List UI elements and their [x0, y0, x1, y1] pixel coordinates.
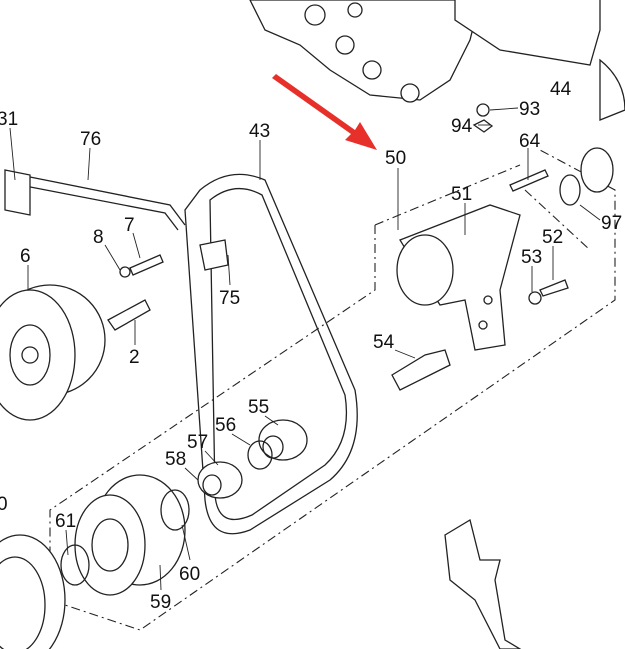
- alternator-51: [396, 204, 521, 351]
- pulley-lower: [0, 534, 66, 649]
- label-52: 52: [542, 227, 563, 248]
- label-44: 44: [550, 79, 572, 100]
- bearing-55: [258, 419, 308, 461]
- pulley-6: [0, 284, 106, 421]
- label-8: 8: [93, 227, 104, 248]
- label-93: 93: [519, 99, 540, 120]
- engine-block: [249, 0, 625, 121]
- fitting-2: [107, 299, 151, 331]
- label-31: 31: [0, 109, 18, 130]
- label-7: 7: [124, 215, 135, 236]
- label-75: 75: [219, 288, 240, 309]
- leader-lines: [9, 107, 601, 591]
- label-60: 60: [179, 564, 200, 585]
- snap-ring-61: [60, 544, 90, 586]
- snap-ring-60: [160, 489, 190, 531]
- wrench: [444, 518, 522, 649]
- label-76: 76: [80, 129, 101, 150]
- label-94: 94: [451, 116, 473, 137]
- label-55: 55: [248, 397, 269, 418]
- label-6: 6: [20, 246, 31, 267]
- assembly-boundary: [49, 149, 616, 631]
- label-57: 57: [187, 432, 208, 453]
- label-50: 50: [385, 148, 406, 169]
- label-51: 51: [451, 184, 472, 205]
- label-59: 59: [150, 592, 171, 613]
- fitting-75: [199, 239, 229, 271]
- label-0: 0: [0, 494, 8, 515]
- shaft-54: [391, 349, 451, 391]
- label-54: 54: [373, 332, 395, 353]
- label-97: 97: [601, 213, 622, 234]
- hose: [19, 174, 186, 226]
- label-53: 53: [521, 247, 542, 268]
- red-arrow-icon: [272, 74, 377, 150]
- drive-belt: [184, 173, 358, 535]
- label-61: 61: [55, 511, 76, 532]
- label-58: 58: [165, 449, 186, 470]
- label-56: 56: [215, 415, 236, 436]
- label-43: 43: [249, 121, 270, 142]
- label-64: 64: [519, 131, 541, 152]
- label-2: 2: [129, 347, 140, 368]
- part-labels: 31 76 43 50 94 93 44 64 51 97 8 7 6 52 5…: [0, 79, 622, 613]
- spacer-56: [247, 440, 273, 470]
